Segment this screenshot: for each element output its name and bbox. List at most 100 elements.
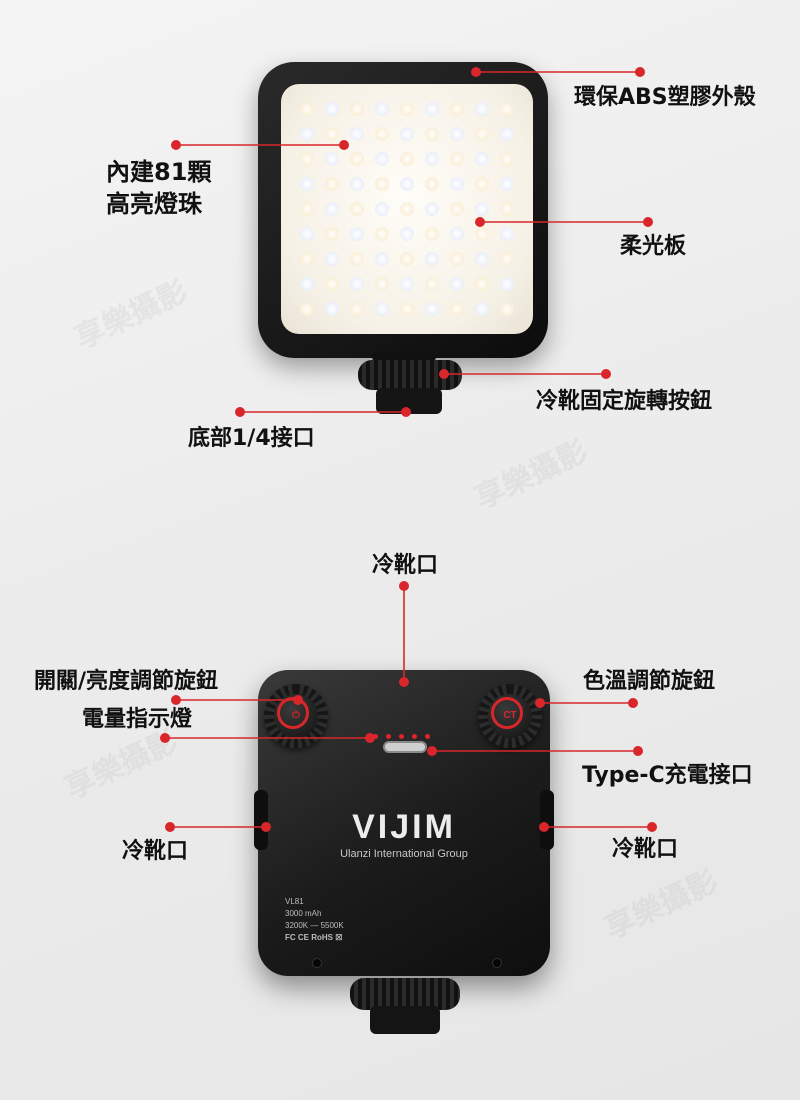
led-bead (499, 126, 514, 141)
led-bead (325, 277, 340, 292)
led-bead (350, 126, 365, 141)
led-bead (399, 201, 414, 216)
led-bead (325, 201, 340, 216)
led-bead (325, 227, 340, 242)
label-power-knob: 開關/亮度調節旋鈕 (34, 669, 219, 694)
led-bead (325, 252, 340, 267)
led-bead (474, 101, 489, 116)
led-bead (350, 227, 365, 242)
led-bead (300, 252, 315, 267)
label-leds-line2: 高亮燈珠 (106, 190, 202, 218)
brand-logo: VIJIM (352, 808, 456, 846)
led-bead (300, 302, 315, 317)
led-bead (499, 176, 514, 191)
led-bead (499, 101, 514, 116)
led-bead (375, 126, 390, 141)
led-bead (499, 227, 514, 242)
ct-icon: CT (503, 710, 517, 721)
label-quarter-inch: 底部1/4接口 (188, 426, 315, 451)
brand-subtitle: Ulanzi International Group (340, 848, 468, 860)
led-bead (449, 252, 464, 267)
led-bead (499, 201, 514, 216)
led-bead (449, 302, 464, 317)
led-bead (449, 176, 464, 191)
label-usb-c: Type-C充電接口 (582, 763, 753, 788)
led-bead (474, 227, 489, 242)
bottom-shoe-foot (370, 1006, 440, 1034)
led-bead (350, 151, 365, 166)
led-bead (300, 277, 315, 292)
spec-line: VL81 (285, 897, 304, 906)
led-bead (474, 151, 489, 166)
led-bead (499, 151, 514, 166)
led-bead (449, 151, 464, 166)
led-bead (325, 176, 340, 191)
led-bead (350, 176, 365, 191)
screw (492, 958, 502, 968)
led-bead (325, 151, 340, 166)
spec-line: 3000 mAh (285, 909, 322, 918)
led-bead (375, 101, 390, 116)
label-ct-knob: 色溫調節旋鈕 (583, 669, 716, 694)
led-bead (399, 252, 414, 267)
led-bead (350, 252, 365, 267)
battery-led-1 (373, 734, 378, 739)
led-bead (375, 227, 390, 242)
bottom-shoe-knob (350, 978, 460, 1010)
right-cold-shoe (540, 790, 554, 850)
led-bead (474, 201, 489, 216)
led-bead (300, 126, 315, 141)
led-bead (399, 151, 414, 166)
led-bead (424, 101, 439, 116)
label-right-cold-shoe: 冷靴口 (612, 837, 679, 862)
power-icon: ⏻ (292, 710, 300, 721)
usb-c-port (383, 741, 427, 753)
led-bead (350, 201, 365, 216)
led-bead (300, 201, 315, 216)
led-bead (399, 176, 414, 191)
color-temp-knob: CT (478, 684, 542, 748)
led-bead (424, 277, 439, 292)
label-battery-indicator: 電量指示燈 (82, 707, 193, 732)
led-bead (449, 101, 464, 116)
led-grid (295, 96, 519, 322)
led-bead (325, 101, 340, 116)
led-bead (449, 227, 464, 242)
led-bead (300, 101, 315, 116)
led-bead (424, 227, 439, 242)
led-bead (399, 126, 414, 141)
led-bead (474, 176, 489, 191)
led-bead (474, 252, 489, 267)
led-bead (375, 151, 390, 166)
label-shoe-knob: 冷靴固定旋轉按鈕 (536, 389, 713, 414)
led-bead (499, 277, 514, 292)
led-bead (325, 126, 340, 141)
led-bead (375, 176, 390, 191)
led-bead (449, 126, 464, 141)
led-bead (424, 126, 439, 141)
led-bead (399, 227, 414, 242)
spec-line: FC CE RoHS ☒ (285, 933, 343, 942)
led-bead (375, 201, 390, 216)
label-diffuser: 柔光板 (620, 234, 687, 259)
led-bead (300, 151, 315, 166)
led-bead (424, 302, 439, 317)
label-left-cold-shoe: 冷靴口 (122, 839, 189, 864)
battery-led-4 (412, 734, 417, 739)
label-top-cold-shoe: 冷靴口 (372, 553, 439, 578)
battery-led-3 (399, 734, 404, 739)
label-shell: 環保ABS塑膠外殼 (574, 85, 756, 110)
shoe-mount (372, 352, 436, 362)
led-bead (474, 302, 489, 317)
led-bead (350, 302, 365, 317)
battery-led-5 (425, 734, 430, 739)
led-bead (474, 277, 489, 292)
led-bead (375, 252, 390, 267)
led-bead (424, 151, 439, 166)
led-bead (449, 277, 464, 292)
led-bead (325, 302, 340, 317)
led-bead (424, 176, 439, 191)
led-bead (399, 302, 414, 317)
